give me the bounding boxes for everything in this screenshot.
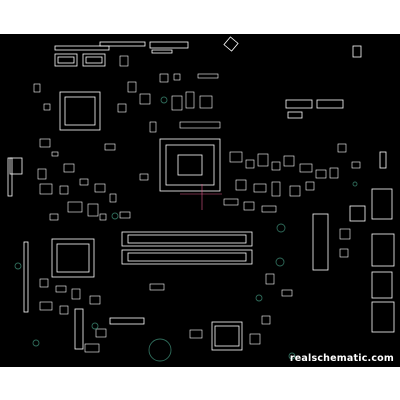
- left-edge-header[interactable]: [7, 157, 29, 313]
- board-canvas[interactable]: realschematic.com: [0, 34, 400, 367]
- watermark-text: realschematic.com: [289, 353, 394, 364]
- probe-crosshair: [180, 184, 222, 210]
- test-points[interactable]: [14, 96, 358, 362]
- dimm-slot-a[interactable]: [121, 231, 253, 247]
- bottom-ic-cluster[interactable]: [74, 308, 243, 351]
- ic-right-mid[interactable]: [312, 151, 387, 271]
- connector-top-right-row[interactable]: [285, 99, 344, 119]
- bga-chip-upper-left[interactable]: [59, 91, 101, 131]
- usb-connector-stack[interactable]: [371, 188, 395, 333]
- cpu-socket[interactable]: [159, 138, 221, 192]
- top-connector-j1[interactable]: [54, 41, 146, 51]
- small-ic-top[interactable]: [223, 36, 362, 58]
- dimm-slot-b[interactable]: [121, 249, 253, 265]
- top-right-connector[interactable]: [149, 41, 189, 54]
- bga-chip-lower-left[interactable]: [51, 238, 95, 278]
- smd-components: [33, 55, 361, 353]
- board-layout[interactable]: [0, 34, 400, 367]
- sodimm-header-group[interactable]: [54, 53, 106, 67]
